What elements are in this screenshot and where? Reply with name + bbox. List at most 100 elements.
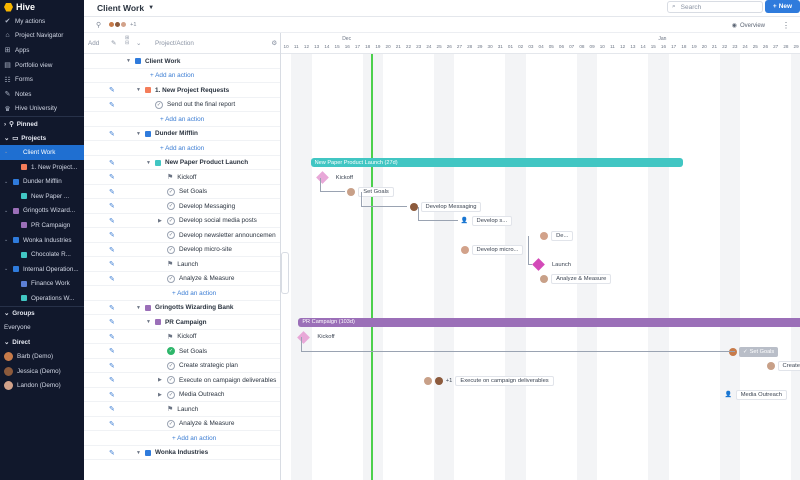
sidebar-project-item[interactable]: Chocolate R... <box>0 247 84 262</box>
sidebar-project-item[interactable]: ⌄Dunder Mifflin <box>0 174 84 189</box>
caret-down-icon[interactable]: ▼ <box>148 5 155 11</box>
chevron-down-icon[interactable]: ▼ <box>136 449 141 456</box>
chevron-down-icon[interactable]: ▼ <box>126 58 131 65</box>
gear-icon[interactable]: ⚙ <box>271 39 277 47</box>
pin-icon[interactable]: ⚲ <box>96 21 102 29</box>
action-name[interactable]: ⚑Launch <box>158 257 198 272</box>
table-row[interactable]: ✎✓Analyze & Measure <box>84 417 280 431</box>
table-row[interactable]: ✎▶✓Execute on campaign deliverables <box>84 373 280 388</box>
sidebar-direct-item[interactable]: Barb (Demo) <box>0 349 84 364</box>
sidebar-item-forms[interactable]: ☷Forms <box>0 72 84 87</box>
add-action-row[interactable]: + Add an action <box>84 141 280 156</box>
new-button[interactable]: +New <box>765 0 800 13</box>
edit-icon[interactable]: ✎ <box>109 159 115 167</box>
add-action-row[interactable]: + Add an action <box>84 112 280 127</box>
project-name[interactable]: ▼Client Work <box>126 54 180 69</box>
table-row[interactable]: ✎✓Analyze & Measure <box>84 272 280 286</box>
check-circle-icon[interactable]: ✓ <box>155 100 163 109</box>
edit-icon[interactable]: ✎ <box>109 275 115 283</box>
edit-icon[interactable]: ✎ <box>109 333 115 341</box>
sidebar-project-item[interactable]: ⌄Internal Operation... <box>0 262 84 277</box>
gantt-task[interactable]: Develop Messaging <box>409 201 482 212</box>
edit-icon[interactable]: ✎ <box>109 87 115 94</box>
edit-icon[interactable]: ✎ <box>109 319 115 326</box>
action-name[interactable]: ✓Develop Messaging <box>158 199 235 214</box>
sidebar-item-portfolio-view[interactable]: ▤Portfolio view <box>0 58 84 73</box>
edit-icon[interactable]: ✎ <box>109 406 115 413</box>
action-name[interactable]: ✓Create strategic plan <box>158 359 238 374</box>
edit-icon[interactable]: ✎ <box>109 174 115 181</box>
check-circle-icon[interactable]: ✓ <box>167 216 175 225</box>
action-name[interactable]: ▶✓Develop social media posts <box>158 214 257 229</box>
edit-icon[interactable]: ✎ <box>109 203 115 210</box>
sidebar-item-hive-university[interactable]: ♛Hive University <box>0 102 84 117</box>
sidebar-project-item[interactable]: New Paper ... <box>0 189 84 204</box>
chevron-down-icon[interactable]: ▼ <box>136 304 141 311</box>
add-action-row[interactable]: + Add an action <box>84 286 280 301</box>
table-row[interactable]: ✎ ▼New Paper Product Launch <box>84 156 280 171</box>
chevron-down-icon[interactable]: ▼ <box>136 87 141 94</box>
project-gantt-bar[interactable]: New Paper Product Launch (27d) <box>310 158 683 167</box>
edit-icon[interactable]: ✎ <box>109 377 115 384</box>
project-name[interactable]: ▼New Paper Product Launch <box>146 156 248 171</box>
gantt-task[interactable]: Kickoff <box>297 330 335 344</box>
panel-resize-handle[interactable] <box>281 252 289 294</box>
gantt-task[interactable]: Kickoff <box>315 171 353 184</box>
check-circle-icon[interactable]: ✓ <box>167 274 175 283</box>
edit-icon[interactable]: ✎ <box>109 261 115 268</box>
edit-icon[interactable]: ✎ <box>109 101 115 109</box>
table-row[interactable]: ✎✓Set Goals <box>84 185 280 199</box>
sidebar-projects[interactable]: ⌄▭Projects <box>4 134 47 142</box>
gantt-task[interactable]: Create <box>766 361 800 371</box>
chevron-down-icon[interactable]: ▼ <box>146 159 151 166</box>
table-row[interactable]: ✎⚑Launch <box>84 402 280 417</box>
sidebar-project-item[interactable]: ⌄Wonka Industries <box>0 233 84 248</box>
search-input[interactable]: ⌕Search <box>667 1 763 13</box>
action-name[interactable]: ✓Set Goals <box>158 344 207 359</box>
edit-icon[interactable]: ✎ <box>109 362 115 370</box>
edit-icon[interactable]: ✎ <box>109 391 115 399</box>
project-name[interactable]: ▼PR Campaign <box>146 315 207 330</box>
sidebar-groups[interactable]: ⌄Groups <box>4 310 35 318</box>
edit-icon[interactable]: ✎ <box>109 449 115 457</box>
sidebar-project-item[interactable]: PR Campaign <box>0 218 84 233</box>
sidebar-item-my-actions[interactable]: ✔My actions <box>0 14 84 29</box>
project-name[interactable]: ▼Dunder Mifflin <box>136 127 198 142</box>
action-name[interactable]: ✓Develop micro-site <box>158 243 232 258</box>
check-circle-icon[interactable]: ✓ <box>167 419 175 428</box>
edit-icon[interactable]: ✎ <box>109 348 115 355</box>
table-row[interactable]: ✎▼Dunder Mifflin <box>84 127 280 142</box>
table-row[interactable]: ✎ ✓Develop Messaging <box>84 199 280 214</box>
sidebar-direct-item[interactable]: Jessica (Demo) <box>0 364 84 379</box>
overview-toggle[interactable]: ◉Overview⋮ <box>731 21 790 30</box>
project-name[interactable]: ▼Wonka Industries <box>136 446 208 461</box>
sidebar-project-item[interactable]: Finance Work <box>0 277 84 292</box>
sidebar-item-project-navigator[interactable]: ⌂Project Navigator <box>0 29 84 44</box>
table-row[interactable]: ✎ ✓Develop micro-site <box>84 243 280 258</box>
table-row[interactable]: ✎⚑Kickoff <box>84 330 280 344</box>
action-name[interactable]: ▶✓Media Outreach <box>158 388 224 403</box>
table-row[interactable]: ✎▼Gringotts Wizarding Bank <box>84 301 280 315</box>
chevron-down-icon[interactable]: ▼ <box>146 319 151 326</box>
edit-icon[interactable]: ✎ <box>109 246 115 254</box>
sidebar-project-item[interactable]: 1. New Project... <box>0 160 84 175</box>
sidebar-item-notes[interactable]: ✎Notes <box>0 87 84 102</box>
add-action-row[interactable]: + Add an action <box>84 431 280 446</box>
add-action-link[interactable]: + Add an action <box>172 289 217 297</box>
edit-icon[interactable]: ✎ <box>109 217 115 225</box>
expand-collapse-icon[interactable]: ⊞⊟ <box>125 35 130 46</box>
table-row[interactable]: ✎ ⚑Launch <box>84 257 280 272</box>
add-action-link[interactable]: + Add an action <box>160 115 205 123</box>
member-avatars[interactable]: +1 <box>108 21 136 28</box>
add-action-link[interactable]: + Add an action <box>172 434 217 442</box>
table-row[interactable]: ✎ ▼Wonka Industries <box>84 446 280 461</box>
table-row[interactable]: ✎ ✓Create strategic plan <box>84 359 280 374</box>
edit-icon[interactable]: ✎ <box>109 304 115 312</box>
action-name[interactable]: ✓Develop newsletter announcemen <box>158 228 276 243</box>
sidebar-pinned[interactable]: ›⚲Pinned <box>4 120 38 128</box>
more-icon[interactable]: ⋮ <box>782 21 790 30</box>
add-action-link[interactable]: + Add an action <box>160 144 205 152</box>
check-circle-icon[interactable]: ✓ <box>167 231 175 240</box>
table-row[interactable]: ✎ ✓Set Goals <box>84 344 280 359</box>
edit-icon[interactable]: ✎ <box>109 188 115 196</box>
